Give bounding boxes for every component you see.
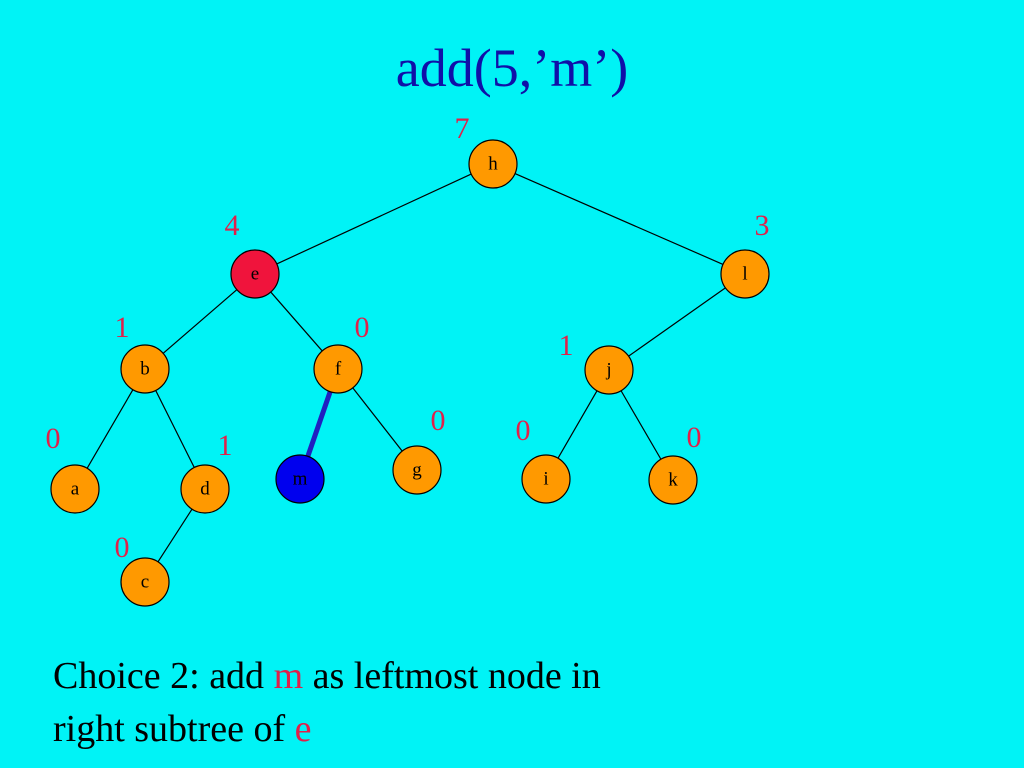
caption: Choice 2: add m as leftmost node in righ… — [53, 650, 813, 756]
caption-line-2-text: right subtree of — [53, 708, 295, 750]
node-label-b: b — [140, 358, 150, 379]
edge-l-j — [628, 287, 726, 357]
height-label-j: 1 — [559, 329, 574, 362]
height-label-h: 7 — [455, 112, 470, 145]
heights-layer: 7 4 3 1 0 1 0 1 0 0 0 0 — [46, 112, 770, 564]
caption-line-1: Choice 2: add m as leftmost node in — [53, 650, 813, 703]
edge-e-b — [162, 289, 238, 354]
height-label-c: 0 — [115, 531, 130, 564]
height-label-a: 0 — [46, 422, 61, 455]
edge-j-k — [620, 390, 662, 460]
caption-line-1-text: Choice 2: add — [53, 655, 274, 697]
node-circle-j — [584, 345, 634, 395]
node-circle-d — [180, 464, 230, 514]
node-l: l — [720, 249, 770, 299]
node-label-a: a — [71, 478, 80, 499]
node-label-k: k — [668, 469, 678, 490]
nodes-layer: h e l b f j a d m g i k c — [50, 139, 770, 607]
caption-line-1-rest: as leftmost node in — [303, 655, 601, 697]
height-label-f: 0 — [355, 311, 370, 344]
node-label-d: d — [200, 478, 210, 499]
node-circle-k — [648, 455, 698, 505]
edge-h-l — [514, 173, 724, 265]
node-g: g — [392, 445, 442, 495]
node-c: c — [120, 557, 170, 607]
node-circle-h — [468, 139, 518, 189]
height-label-l: 3 — [755, 209, 770, 242]
height-label-d: 1 — [218, 429, 233, 462]
edge-b-a — [86, 389, 134, 469]
edge-f-m — [305, 390, 333, 458]
node-circle-e — [230, 249, 280, 299]
edge-d-c — [157, 508, 193, 563]
node-k: k — [648, 455, 698, 505]
node-label-g: g — [412, 459, 422, 480]
height-label-g: 0 — [431, 404, 446, 437]
node-circle-a — [50, 464, 100, 514]
caption-node-e: e — [294, 708, 312, 750]
caption-line-2: right subtree of e — [53, 703, 813, 756]
node-circle-f — [313, 344, 363, 394]
node-h: h — [468, 139, 518, 189]
node-m: m — [275, 454, 325, 504]
node-label-c: c — [141, 571, 149, 592]
node-f: f — [313, 344, 363, 394]
height-label-e: 4 — [225, 209, 240, 242]
node-label-l: l — [742, 263, 747, 284]
node-circle-l — [720, 249, 770, 299]
node-e: e — [230, 249, 280, 299]
node-d: d — [180, 464, 230, 514]
caption-node-m: m — [273, 655, 304, 697]
height-label-i: 0 — [516, 414, 531, 447]
node-label-j: j — [605, 359, 611, 380]
node-i: i — [521, 454, 571, 504]
node-circle-c — [120, 557, 170, 607]
node-circle-m — [275, 454, 325, 504]
edge-b-d — [155, 390, 195, 468]
height-label-b: 1 — [115, 311, 130, 344]
node-j: j — [584, 345, 634, 395]
node-label-i: i — [543, 468, 548, 489]
height-label-k: 0 — [687, 421, 702, 454]
node-circle-b — [120, 344, 170, 394]
node-circle-g — [392, 445, 442, 495]
slide-title: add(5,’m’) — [395, 38, 629, 98]
edge-f-g — [352, 387, 403, 452]
node-b: b — [120, 344, 170, 394]
node-label-f: f — [335, 358, 342, 379]
node-circle-i — [521, 454, 571, 504]
node-a: a — [50, 464, 100, 514]
edge-j-i — [557, 390, 598, 459]
node-label-e: e — [251, 263, 259, 284]
node-label-h: h — [488, 153, 498, 174]
edges-layer — [86, 173, 726, 563]
edge-h-e — [276, 173, 472, 265]
edge-e-f — [270, 291, 323, 352]
node-label-m: m — [293, 468, 308, 489]
